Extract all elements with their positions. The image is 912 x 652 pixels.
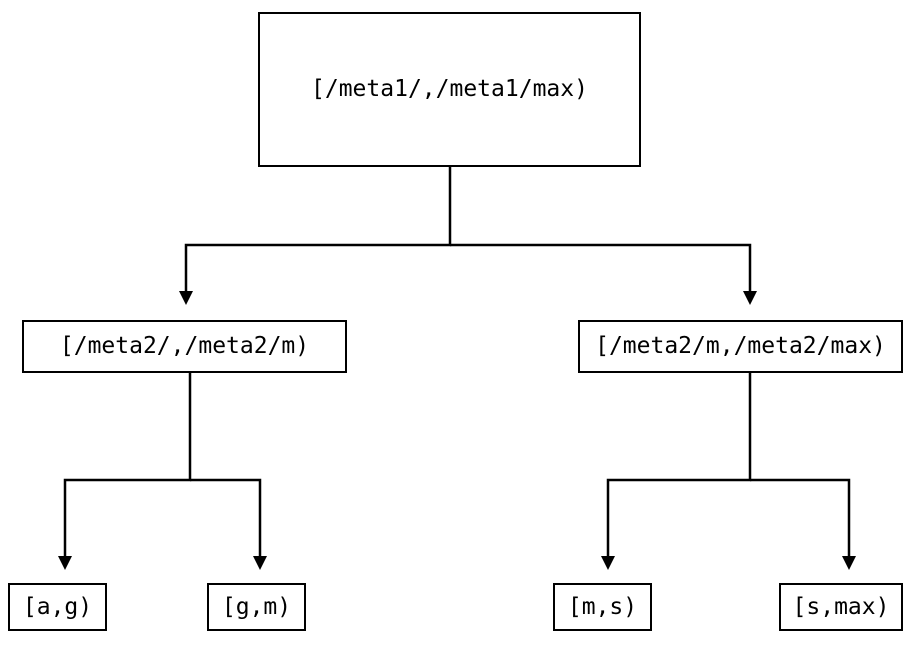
tree-node-mid-left-label: [/meta2/,/meta2/m) (59, 333, 310, 359)
arrowhead-icon (179, 291, 193, 305)
tree-node-mid-right-label: [/meta2/m,/meta2/max) (595, 333, 886, 359)
edge-mid-left-to-leaf-1 (58, 373, 192, 570)
tree-node-leaf-2[interactable]: [g,m) (207, 583, 306, 631)
tree-node-leaf-3[interactable]: [m,s) (553, 583, 652, 631)
tree-node-mid-left[interactable]: [/meta2/,/meta2/m) (22, 320, 347, 373)
edge-mid-left-to-leaf-2 (190, 478, 267, 570)
arrowhead-icon (842, 556, 856, 570)
arrowhead-icon (743, 291, 757, 305)
edge-root-to-mid-right (450, 243, 757, 305)
edge-mid-right-to-leaf-4 (750, 478, 856, 570)
arrowhead-icon (601, 556, 615, 570)
tree-node-leaf-2-label: [g,m) (221, 593, 292, 620)
tree-node-root-label: [/meta1/,/meta1/max) (311, 76, 588, 102)
tree-node-root[interactable]: [/meta1/,/meta1/max) (258, 12, 641, 167)
tree-node-mid-right[interactable]: [/meta2/m,/meta2/max) (578, 320, 903, 373)
edge-mid-right-to-leaf-3 (601, 373, 752, 570)
tree-node-leaf-1[interactable]: [a,g) (8, 583, 107, 631)
tree-node-leaf-3-label: [m,s) (567, 593, 638, 620)
arrowhead-icon (58, 556, 72, 570)
tree-node-leaf-4-label: [s,max) (792, 593, 890, 620)
tree-node-leaf-1-label: [a,g) (22, 593, 93, 620)
tree-node-leaf-4[interactable]: [s,max) (779, 583, 903, 631)
arrowhead-icon (253, 556, 267, 570)
edge-root-to-mid-left (179, 167, 452, 305)
